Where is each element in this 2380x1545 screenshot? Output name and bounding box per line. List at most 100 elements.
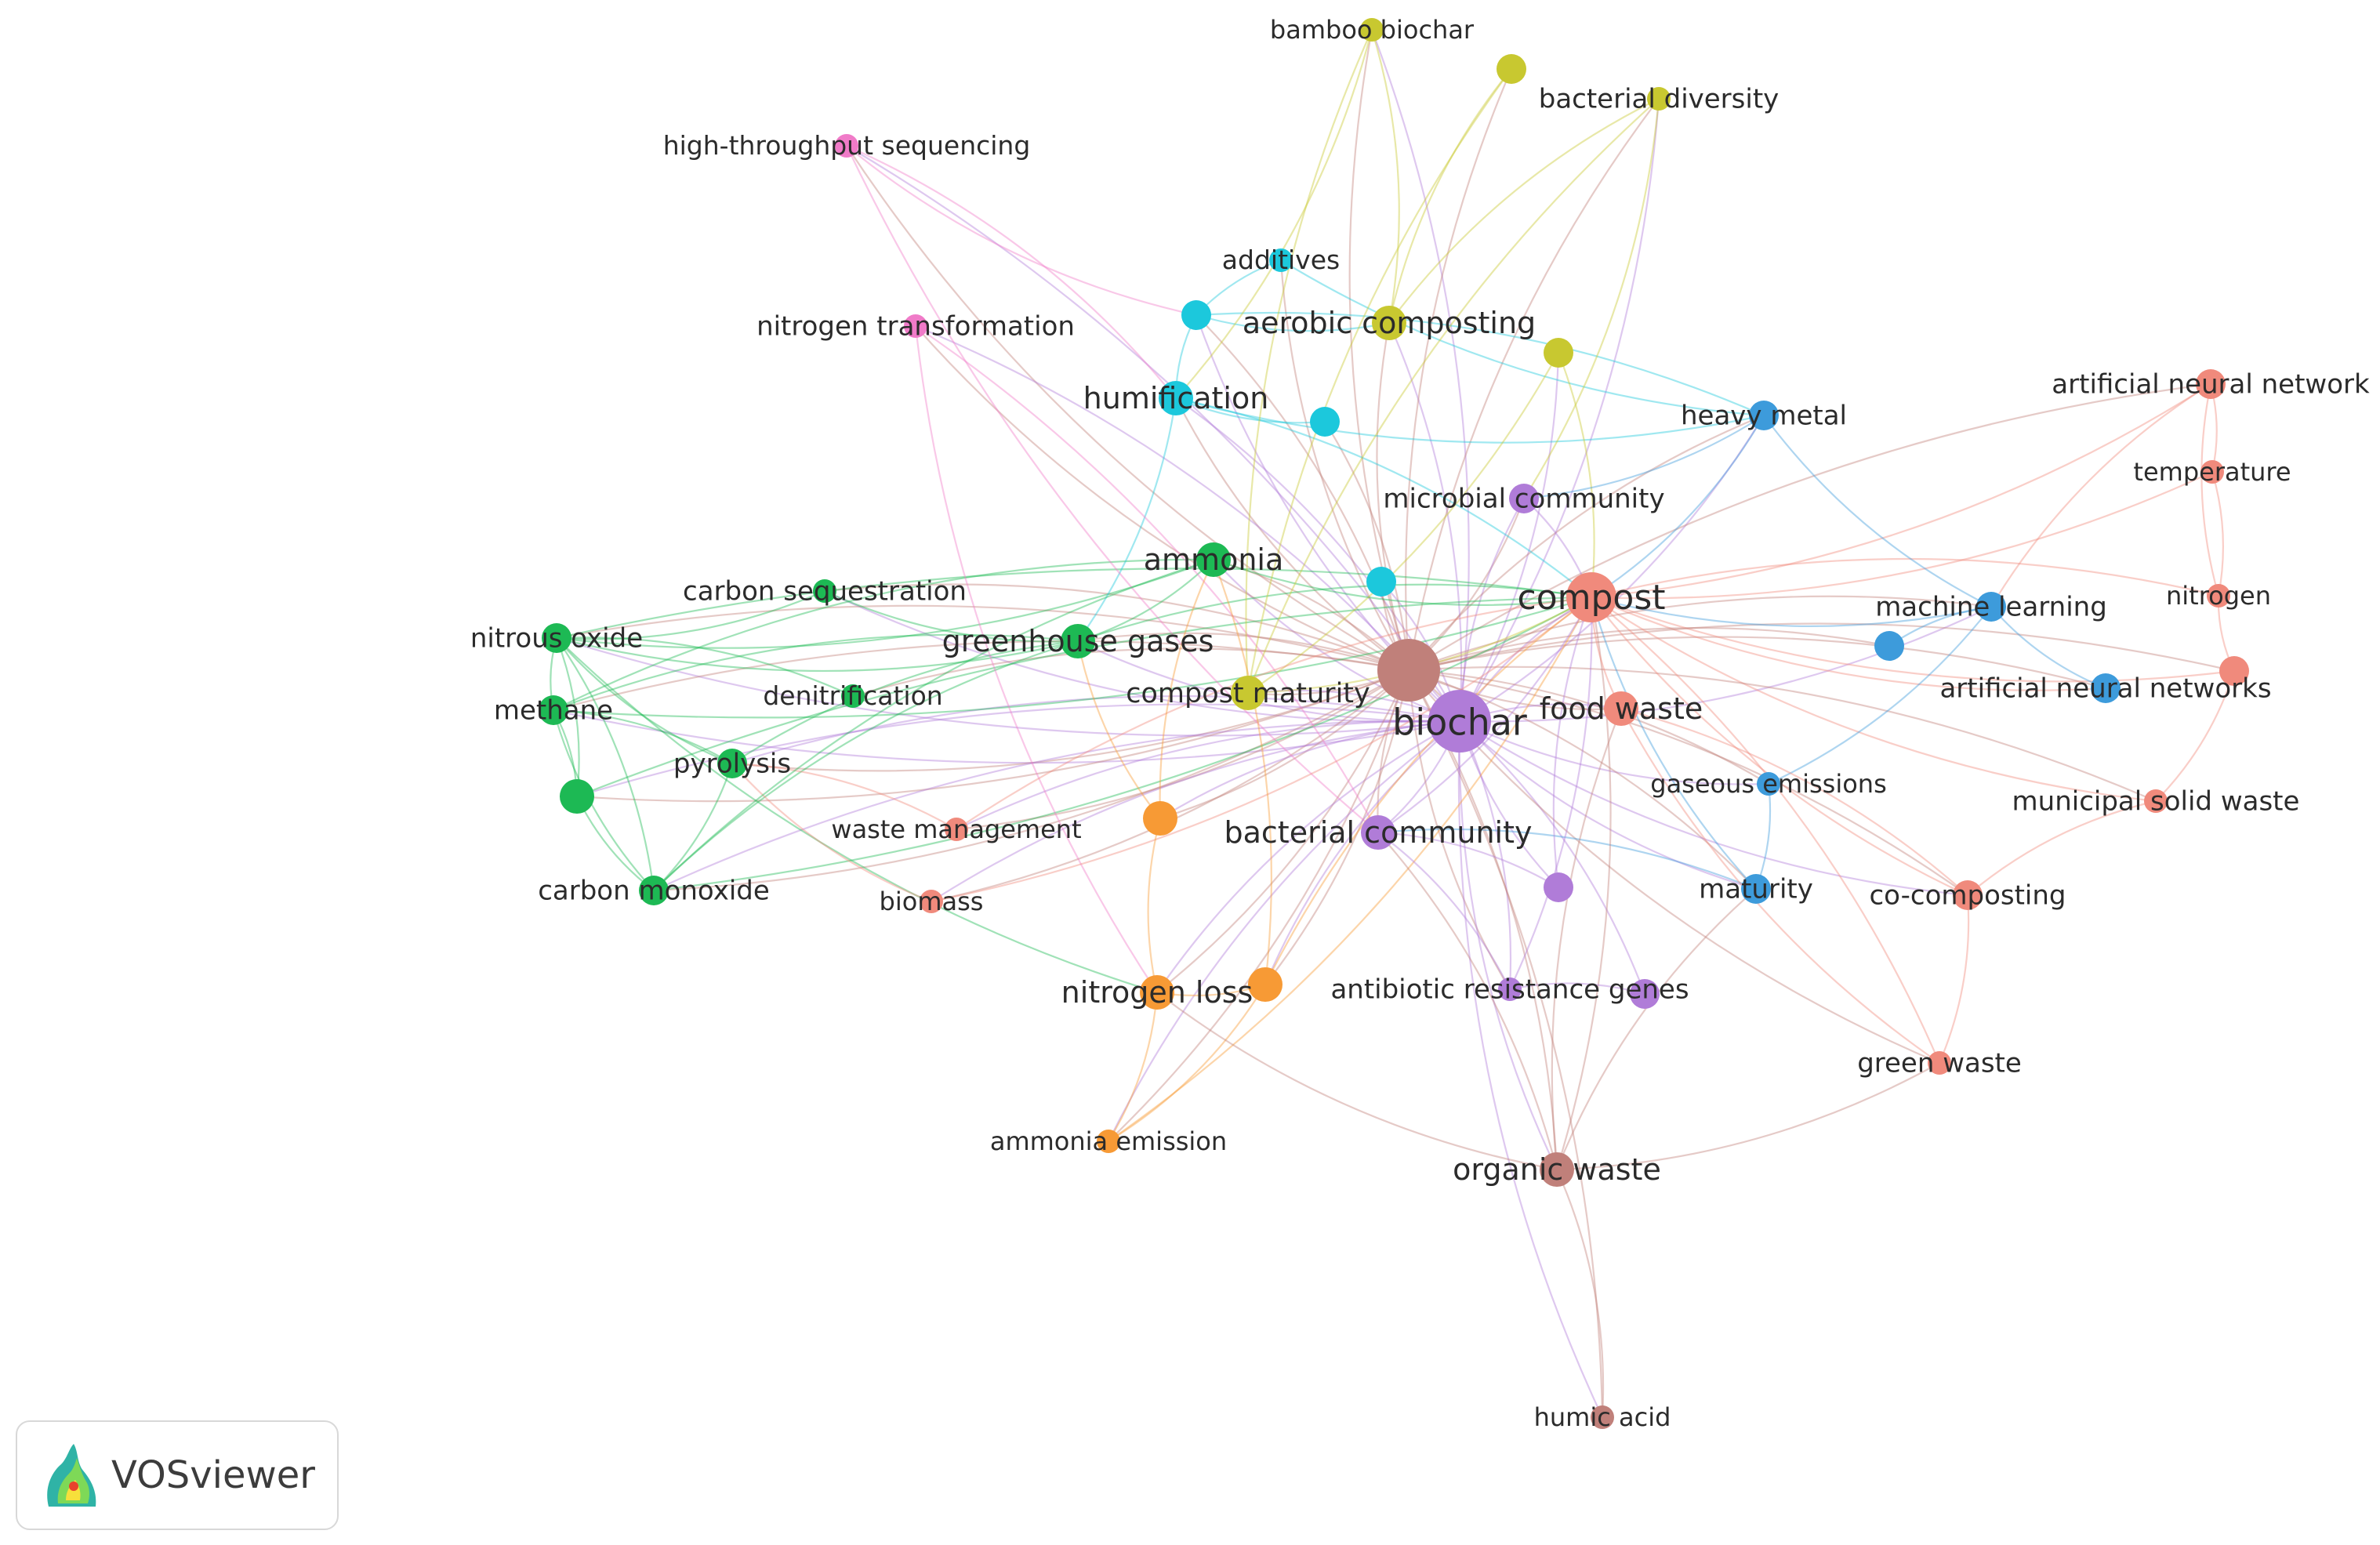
label-food-waste[interactable]: food waste — [1540, 691, 1703, 726]
node-nitrogen-transformation[interactable] — [904, 314, 927, 338]
node-bamboo-biochar[interactable] — [1360, 18, 1384, 42]
node-biomass[interactable] — [920, 890, 943, 913]
label-methane[interactable]: methane — [494, 695, 613, 727]
label-gaseous-emissions[interactable]: gaseous emissions — [1650, 769, 1887, 799]
label-ammonia-emission[interactable]: ammonia emission — [990, 1126, 1227, 1156]
link-compost-nitrogen — [1591, 557, 2219, 599]
node-blue-a[interactable] — [1874, 631, 1904, 661]
node-humic-acid[interactable] — [1591, 1405, 1614, 1429]
label-microbial-community[interactable]: microbial community — [1383, 484, 1664, 515]
label-high-throughput-sequencing[interactable]: high-throughput sequencing — [663, 130, 1031, 161]
node-yellow-b[interactable] — [1544, 338, 1573, 368]
label-nitrogen-loss[interactable]: nitrogen loss — [1061, 975, 1253, 1010]
node-red-a[interactable] — [2219, 656, 2249, 686]
label-biomass[interactable]: biomass — [880, 887, 984, 916]
label-bacterial-diversity[interactable]: bacterial diversity — [1539, 84, 1780, 115]
node-microbial-community[interactable] — [1509, 484, 1539, 513]
label-bacterial-community[interactable]: bacterial community — [1224, 815, 1533, 850]
label-nitrogen[interactable]: nitrogen — [2166, 581, 2271, 611]
node-ammonia[interactable] — [1196, 542, 1231, 577]
node-carbon-monoxide[interactable] — [639, 876, 669, 905]
node-cyan-b[interactable] — [1310, 407, 1340, 437]
node-municipal-solid-waste[interactable] — [2144, 789, 2168, 813]
node-green-waste[interactable] — [1928, 1051, 1951, 1075]
node-methane[interactable] — [539, 695, 568, 725]
node-organic-waste[interactable] — [1540, 1152, 1574, 1187]
label-humification[interactable]: humification — [1083, 381, 1269, 415]
link-additives-heavy-metal — [1280, 259, 1765, 417]
label-pyrolysis[interactable]: pyrolysis — [673, 749, 791, 780]
label-nitrous-oxide[interactable]: nitrous oxide — [470, 623, 643, 655]
label-machine-learning[interactable]: machine learning — [1875, 592, 2107, 623]
label-organic-waste[interactable]: organic waste — [1453, 1152, 1661, 1187]
node-center[interactable] — [1377, 639, 1440, 702]
node-cyan-c[interactable] — [1366, 567, 1396, 597]
label-ammonia[interactable]: ammonia — [1144, 542, 1284, 577]
node-temperature[interactable] — [2200, 460, 2224, 484]
label-artificial-neural-network[interactable]: artificial neural network — [2052, 369, 2370, 401]
node-artificial-neural-networks[interactable] — [2091, 673, 2121, 703]
label-aerobic-composting[interactable]: aerobic composting — [1243, 306, 1536, 340]
node-denitrification[interactable] — [841, 684, 865, 708]
node-purple-a[interactable] — [1544, 872, 1573, 902]
label-green-waste[interactable]: green waste — [1857, 1048, 2022, 1079]
node-yellow-a[interactable] — [1497, 54, 1526, 84]
node-antibiotic-resistance-genes[interactable] — [1498, 977, 1522, 1001]
link-nitrous-oxide-compost — [556, 568, 1592, 640]
node-nitrous-oxide[interactable] — [542, 623, 571, 653]
link-heavy-metal-compost — [1591, 415, 1765, 598]
label-humic-acid[interactable]: humic acid — [1534, 1402, 1671, 1432]
node-gaseous-emissions[interactable] — [1757, 772, 1780, 796]
node-green-a[interactable] — [560, 779, 594, 814]
node-waste-management[interactable] — [945, 818, 968, 841]
node-additives[interactable] — [1269, 248, 1293, 272]
node-ammonia-emission[interactable] — [1097, 1130, 1120, 1153]
label-maturity[interactable]: maturity — [1699, 874, 1813, 905]
node-bacterial-diversity[interactable] — [1647, 87, 1671, 111]
label-waste-management[interactable]: waste management — [831, 814, 1081, 844]
node-greenhouse-gases[interactable] — [1061, 624, 1095, 658]
node-aerobic-composting[interactable] — [1372, 306, 1406, 340]
label-denitrification[interactable]: denitrification — [763, 680, 942, 711]
label-carbon-sequestration[interactable]: carbon sequestration — [683, 576, 967, 607]
label-additives[interactable]: additives — [1222, 245, 1340, 275]
node-compost[interactable] — [1566, 572, 1616, 622]
label-bamboo-biochar[interactable]: bamboo biochar — [1270, 15, 1475, 45]
node-nitrogen[interactable] — [2207, 584, 2230, 607]
label-biochar[interactable]: biochar — [1392, 702, 1527, 744]
node-carbon-sequestration[interactable] — [813, 579, 836, 603]
link-ammonia-emission-orange-b — [1108, 984, 1266, 1142]
node-food-waste[interactable] — [1604, 691, 1638, 726]
node-biochar[interactable] — [1428, 690, 1491, 753]
label-temperature[interactable]: temperature — [2133, 457, 2291, 487]
label-compost-maturity[interactable]: compost maturity — [1126, 678, 1370, 709]
node-bacterial-community[interactable] — [1361, 815, 1395, 850]
label-carbon-monoxide[interactable]: carbon monoxide — [538, 876, 770, 907]
label-heavy-metal[interactable]: heavy metal — [1681, 401, 1847, 432]
node-compost-maturity[interactable] — [1231, 676, 1265, 710]
label-nitrogen-transformation[interactable]: nitrogen transformation — [756, 311, 1075, 343]
label-greenhouse-gases[interactable]: greenhouse gases — [942, 624, 1214, 658]
label-municipal-solid-waste[interactable]: municipal solid waste — [2012, 786, 2300, 818]
node-artificial-neural-network[interactable] — [2196, 369, 2226, 399]
link-center-greenhouse-gases — [1077, 632, 1409, 672]
node-orange-a[interactable] — [1143, 801, 1177, 836]
node-high-throughput-sequencing[interactable] — [835, 134, 858, 158]
node-pyrolysis[interactable] — [717, 749, 747, 778]
label-compost[interactable]: compost — [1518, 578, 1666, 618]
node-humification[interactable] — [1159, 381, 1193, 415]
link-center-ammonia-emission — [1108, 669, 1410, 1142]
node-orange-b[interactable] — [1248, 967, 1283, 1002]
node-maturity[interactable] — [1741, 874, 1771, 904]
node-machine-learning[interactable] — [1976, 592, 2006, 622]
link-machine-learning-gaseous-emissions — [1768, 606, 1992, 785]
node-heavy-metal[interactable] — [1749, 401, 1779, 430]
node-cyan-a[interactable] — [1181, 300, 1211, 330]
label-co-composting[interactable]: co-composting — [1869, 880, 2066, 912]
node-nitrogen-loss[interactable] — [1140, 975, 1174, 1010]
label-artificial-neural-networks[interactable]: artificial neural networks — [1939, 673, 2271, 705]
node-co-composting[interactable] — [1953, 880, 1983, 910]
node-purple-b[interactable] — [1630, 979, 1660, 1009]
label-antibiotic-resistance-genes[interactable]: antibiotic resistance genes — [1330, 974, 1689, 1006]
